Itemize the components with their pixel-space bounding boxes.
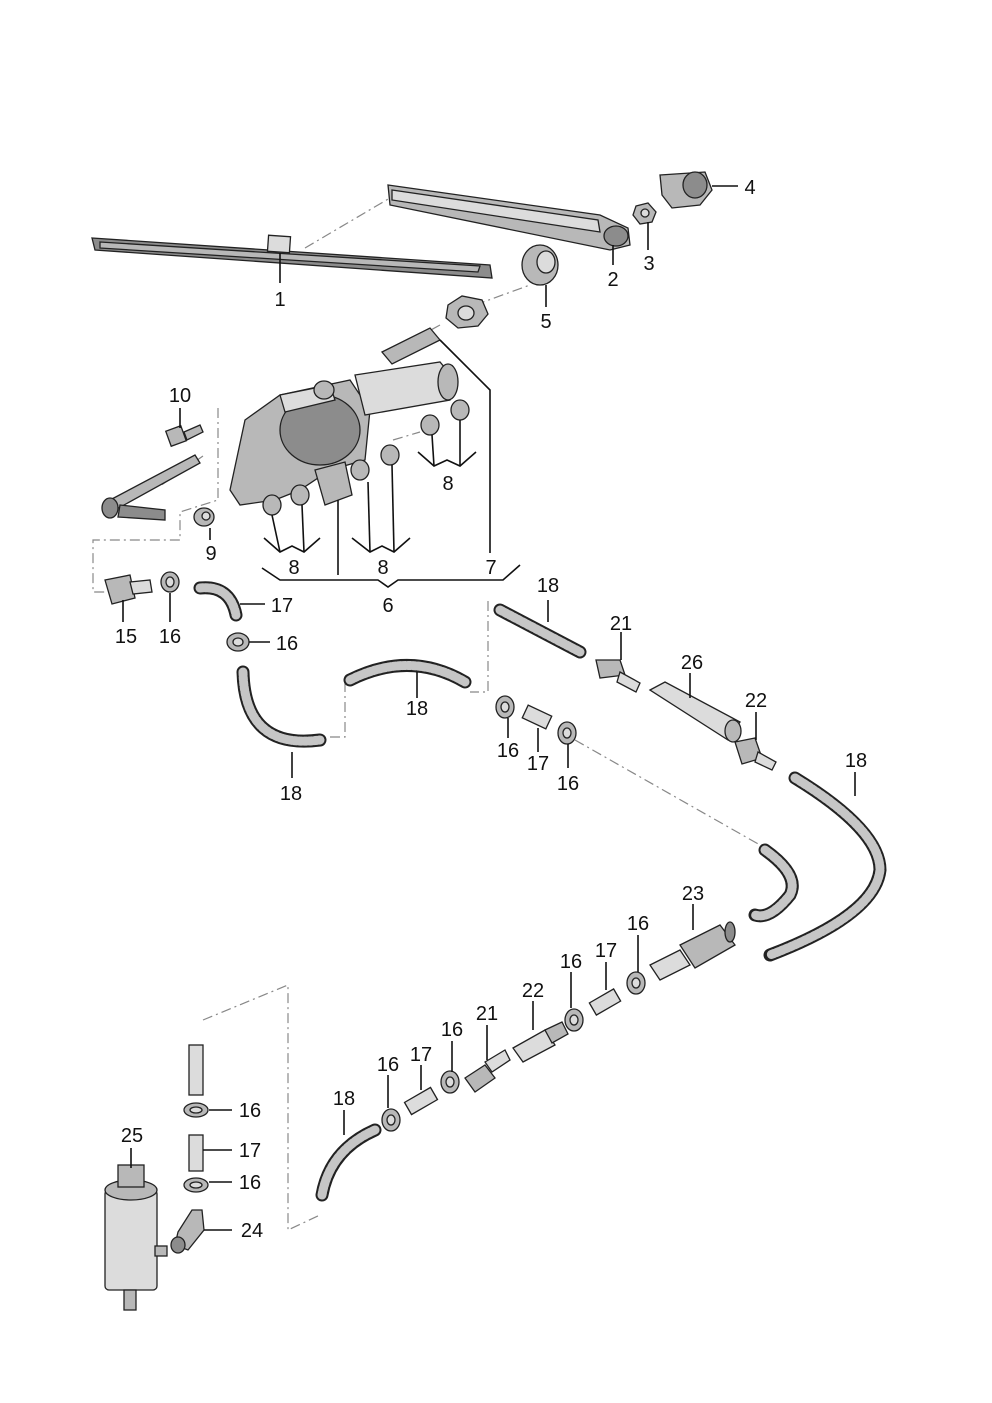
hose-clip-16d[interactable]	[557, 721, 577, 745]
spindle[interactable]	[380, 327, 442, 365]
hose-clip-16i[interactable]	[183, 1102, 209, 1118]
hose-vertical[interactable]	[188, 1044, 204, 1096]
hose-18-middle[interactable]	[343, 659, 472, 689]
connector-21a[interactable]	[595, 659, 641, 693]
label-part-21b: 21	[476, 1003, 498, 1025]
connector-21b[interactable]	[464, 1049, 511, 1093]
label-part-16d: 16	[557, 773, 579, 795]
hose-piece-17d[interactable]	[188, 1134, 204, 1172]
hose-18-bottom[interactable]	[315, 1123, 382, 1202]
label-part-18a: 18	[280, 783, 302, 805]
grommet-5[interactable]	[521, 244, 559, 286]
nut-3[interactable]	[632, 202, 657, 225]
part-labels: 1 2 3 4 5 6 7 8 8 8 9 10 15 16 17 16 18 …	[115, 177, 867, 1242]
bushings-8[interactable]	[262, 399, 470, 516]
label-part-2: 2	[607, 269, 618, 291]
hose-clip-16a[interactable]	[160, 571, 180, 593]
hose-clip-16c[interactable]	[495, 695, 515, 719]
label-part-17d: 17	[410, 1044, 432, 1066]
label-part-18e: 18	[333, 1088, 355, 1110]
nut-9[interactable]	[193, 507, 215, 527]
hose-clip-16g[interactable]	[440, 1070, 460, 1094]
bolt-10[interactable]	[164, 424, 204, 448]
label-part-22a: 22	[745, 690, 767, 712]
label-part-16h: 16	[377, 1054, 399, 1076]
label-part-8a: 8	[288, 557, 299, 579]
sleeve-26[interactable]	[648, 681, 742, 743]
label-part-8b: 8	[377, 557, 388, 579]
hose-clip-16h[interactable]	[381, 1108, 401, 1132]
label-part-4: 4	[744, 177, 755, 199]
label-part-18d: 18	[845, 750, 867, 772]
label-part-16i: 16	[239, 1100, 261, 1122]
hose-18-junction[interactable]	[748, 843, 799, 923]
connector-22b[interactable]	[512, 1021, 569, 1063]
label-part-16b: 16	[276, 633, 298, 655]
label-part-10: 10	[169, 385, 191, 407]
hose-piece-17[interactable]	[521, 704, 553, 730]
label-part-16c: 16	[497, 740, 519, 762]
label-part-24: 24	[241, 1220, 263, 1242]
label-part-1: 1	[274, 289, 285, 311]
leader-lines	[122, 185, 856, 1231]
label-part-21a: 21	[610, 613, 632, 635]
elbow-connector-24[interactable]	[170, 1209, 205, 1254]
cap-4[interactable]	[659, 171, 713, 209]
label-part-26: 26	[681, 652, 703, 674]
check-valve-23[interactable]	[649, 921, 736, 981]
wiper-motor[interactable]	[229, 361, 459, 506]
hose-18-left[interactable]	[236, 665, 327, 748]
label-part-16j: 16	[239, 1172, 261, 1194]
label-part-3: 3	[643, 253, 654, 275]
hose-clip-16b[interactable]	[226, 632, 250, 652]
label-part-16a: 16	[159, 626, 181, 648]
hose-clip-16e[interactable]	[626, 971, 646, 995]
label-part-16e: 16	[627, 913, 649, 935]
label-part-6: 6	[382, 595, 393, 617]
label-part-16g: 16	[441, 1019, 463, 1041]
label-part-18b: 18	[406, 698, 428, 720]
hose-clip-16f[interactable]	[564, 1008, 584, 1032]
stud-bolt[interactable]	[101, 454, 201, 521]
wiper-arm[interactable]	[387, 184, 631, 251]
label-part-17c: 17	[595, 940, 617, 962]
hose-clip-16j[interactable]	[183, 1177, 209, 1193]
label-part-15: 15	[115, 626, 137, 648]
label-part-8c: 8	[442, 473, 453, 495]
elbow-hose-17[interactable]	[193, 581, 243, 622]
hose-18-upper[interactable]	[493, 603, 587, 659]
hose-piece-17c[interactable]	[403, 1086, 439, 1116]
connector-22a[interactable]	[734, 737, 777, 771]
hose-piece-17b[interactable]	[588, 988, 622, 1016]
label-part-7: 7	[485, 557, 496, 579]
label-part-17a: 17	[271, 595, 293, 617]
label-part-22b: 22	[522, 980, 544, 1002]
wiper-blade[interactable]	[91, 234, 493, 279]
seal-washer[interactable]	[445, 295, 489, 329]
label-part-23: 23	[682, 883, 704, 905]
connector-15[interactable]	[104, 574, 153, 605]
label-part-9: 9	[205, 543, 216, 565]
hose-18-right[interactable]	[763, 771, 887, 962]
label-part-25: 25	[121, 1125, 143, 1147]
label-part-17e: 17	[239, 1140, 261, 1162]
label-part-16f: 16	[560, 951, 582, 973]
label-part-18c: 18	[537, 575, 559, 597]
label-part-5: 5	[540, 311, 551, 333]
washer-pump-25[interactable]	[104, 1164, 168, 1311]
label-part-17b: 17	[527, 753, 549, 775]
